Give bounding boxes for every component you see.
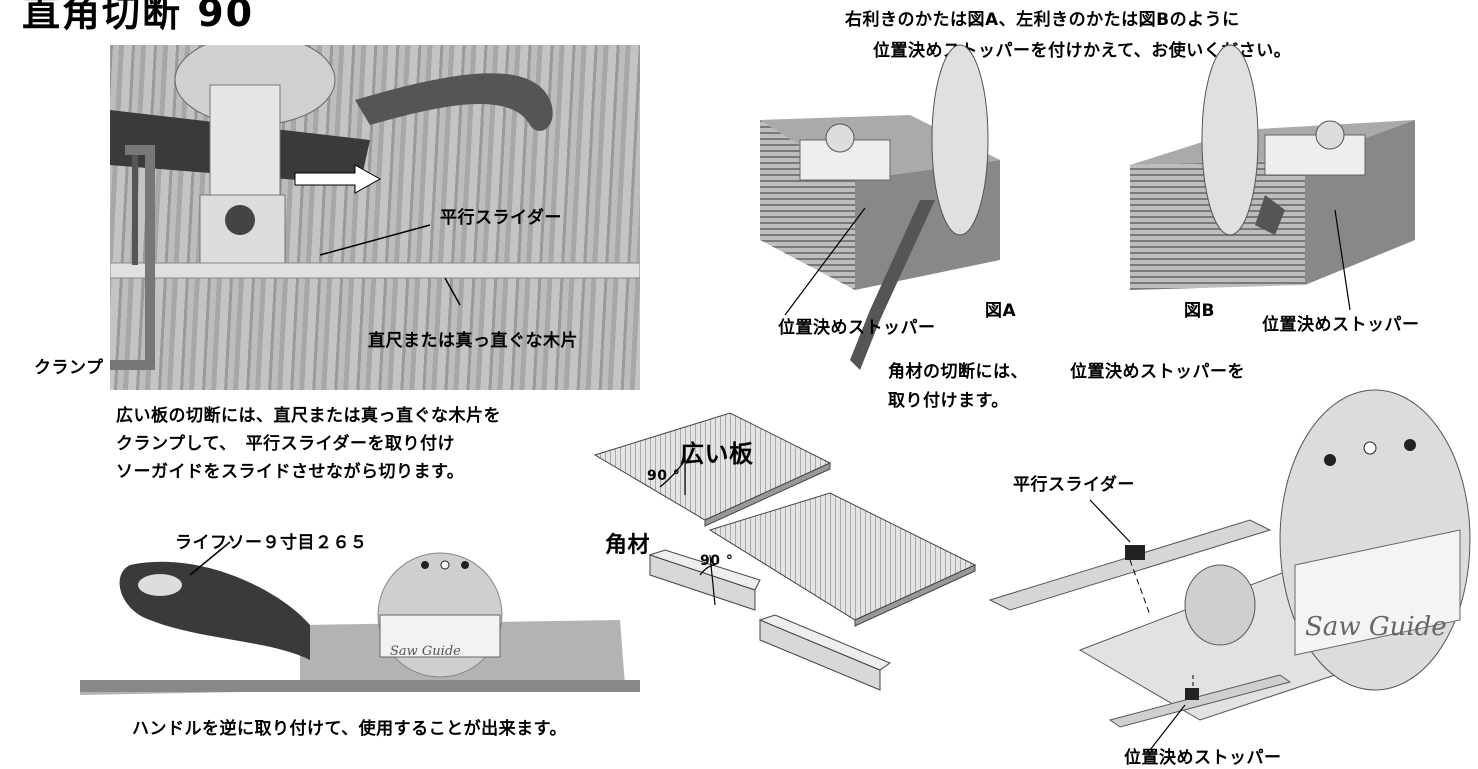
board-angle-label: 90 ° bbox=[647, 468, 681, 484]
lumber-caption-line2: 取り付けます。 bbox=[888, 391, 1009, 411]
parts-stopper-label: 位置決めストッパー bbox=[1124, 748, 1282, 768]
board-and-lumber-diagram bbox=[593, 412, 977, 691]
wide-board-caption-line1: 広い板の切断には、直尺または真っ直ぐな木片を bbox=[116, 406, 501, 426]
lumber-caption-line1: 角材の切断には、 bbox=[888, 362, 1028, 382]
wide-board-caption-line3: ソーガイドをスライドさせながら切ります。 bbox=[116, 462, 465, 482]
wide-board-photo bbox=[110, 45, 640, 390]
figure-a-stopper-label: 位置決めストッパー bbox=[778, 318, 936, 338]
parts-exploded-diagram: Saw Guide bbox=[988, 389, 1471, 751]
figure-a-illustration bbox=[760, 44, 1000, 370]
saw-caption: ハンドルを逆に取り付けて、使用することが出来ます。 bbox=[132, 719, 567, 739]
lumber-label: 角材 bbox=[605, 533, 651, 558]
figure-a-label: 図A bbox=[985, 301, 1017, 321]
figure-b-label: 図B bbox=[1184, 301, 1215, 321]
lumber-angle-label: 90 ° bbox=[700, 553, 734, 569]
parts-slider-label: 平行スライダー bbox=[1013, 475, 1135, 495]
wide-board-label: 広い板 bbox=[680, 440, 754, 468]
ruler-label: 直尺または真っ直ぐな木片 bbox=[368, 331, 578, 351]
lumber-caption-right: 位置決めストッパーを bbox=[1070, 362, 1245, 382]
saw-guide-illustration bbox=[110, 45, 640, 370]
page-title: 直角切断 90 bbox=[22, 0, 255, 35]
saw-with-reversed-handle: Saw Guide bbox=[80, 541, 640, 695]
figure-b-stopper-label: 位置決めストッパー bbox=[1262, 315, 1420, 335]
parallel-slider-label: 平行スライダー bbox=[440, 208, 562, 228]
header-note-line1: 右利きのかたは図A、左利きのかたは図Bのように bbox=[845, 10, 1240, 30]
header-note-line2: 位置決めストッパーを付けかえて、お使いください。 bbox=[873, 41, 1292, 61]
figure-b-illustration bbox=[1130, 44, 1415, 311]
parts-guide-brand: Saw Guide bbox=[1305, 612, 1447, 642]
wide-board-caption-line2: クランプして、 平行スライダーを取り付け bbox=[116, 434, 455, 454]
saw-guide-brand: Saw Guide bbox=[390, 644, 461, 659]
clamp-label: クランプ bbox=[34, 358, 104, 378]
